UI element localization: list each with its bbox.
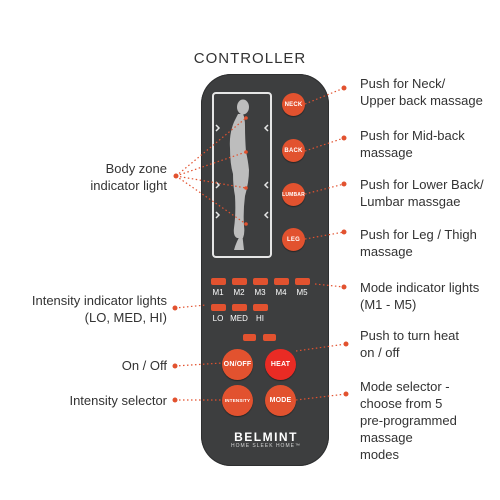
leg-button[interactable]: LEG [282, 228, 305, 251]
brand-tagline: HOME SLEEK HOME™ [231, 443, 301, 449]
intensity-led-hi [253, 304, 268, 311]
mode-led-m5 [295, 278, 310, 285]
annotation-leg: Push for Leg / Thigh massage [360, 227, 477, 259]
page-title: CONTROLLER [193, 50, 307, 67]
mode-button[interactable]: MODE [265, 385, 296, 416]
annotation-mode-selector: Mode selector - choose from 5 pre-progra… [360, 379, 457, 462]
annotation-neck: Push for Neck/ Upper back massage [360, 76, 483, 108]
mode-led-m3 [253, 278, 268, 285]
mode-label-m5: M5 [296, 288, 308, 297]
back-button[interactable]: BACK [282, 139, 305, 162]
intensity-led-lo [211, 304, 226, 311]
annotation-intensity-selector: Intensity selector [69, 393, 167, 408]
annotation-mode-indicator: Mode indicator lights (M1 - M5) [360, 280, 480, 312]
heat-led-2 [263, 334, 276, 341]
neck-button[interactable]: NECK [282, 93, 305, 116]
mode-led-m2 [232, 278, 247, 285]
mode-label-m2: M2 [233, 288, 245, 297]
annotation-body-zone: Body zone indicator light [90, 161, 167, 193]
brand-logo: BELMINT [234, 430, 298, 444]
intensity-led-med [232, 304, 247, 311]
mode-label-m1: M1 [212, 288, 224, 297]
intensity-button[interactable]: INTENSITY [222, 385, 253, 416]
intensity-label-hi: HI [256, 314, 264, 323]
body-zone-panel [212, 92, 272, 258]
annotation-heat: Push to turn heat on / off [360, 328, 460, 360]
mode-led-m1 [211, 278, 226, 285]
annotation-on-off: On / Off [121, 358, 167, 373]
heat-led-1 [243, 334, 256, 341]
annotation-back: Push for Mid-back massage [360, 128, 465, 160]
mode-label-m3: M3 [254, 288, 266, 297]
mode-label-m4: M4 [275, 288, 287, 297]
on-off-button[interactable]: ON/OFF [222, 349, 253, 380]
intensity-label-lo: LO [212, 314, 224, 323]
lumbar-button[interactable]: LUMBAR [282, 183, 305, 206]
annotation-intensity-indicator: Intensity indicator lights (LO, MED, HI) [31, 293, 167, 325]
intensity-label-med: MED [230, 314, 248, 323]
mode-led-m4 [274, 278, 289, 285]
annotation-lumbar: Push for Lower Back/ Lumbar massgae [360, 177, 484, 209]
heat-button[interactable]: HEAT [265, 349, 296, 380]
